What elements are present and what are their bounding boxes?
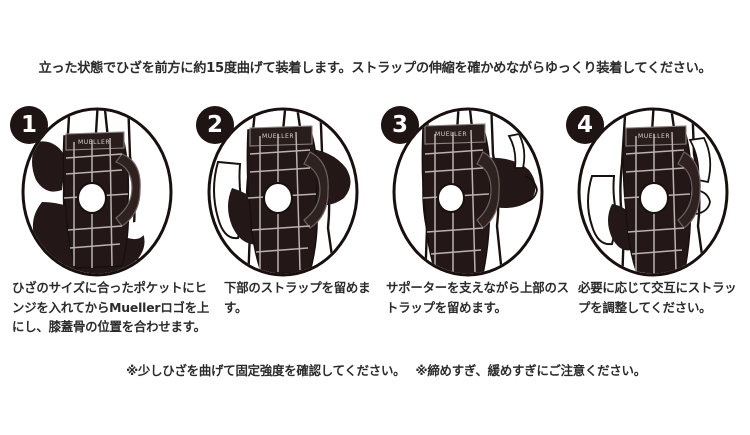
step-3-caption: サポーターを支えながら上部のストラップを留めます。 <box>386 280 569 315</box>
step-1-caption: ひざのサイズに合ったポケットにヒンジを入れてからMuellerロゴを上にし、膝蓋… <box>12 280 210 334</box>
step-number-badge: 4 <box>566 106 604 144</box>
knee-brace-positioning-illustration: MUELLER <box>18 106 176 278</box>
step-2-caption: 下部のストラップを留めます。 <box>224 280 371 315</box>
step-4: MUELLER 4 <box>560 104 746 282</box>
knee-brace-lower-strap-illustration: MUELLER <box>204 106 362 278</box>
knee-brace-upper-strap-illustration: MUELLER <box>389 106 547 278</box>
svg-text:MUELLER: MUELLER <box>262 133 294 140</box>
footer-note-1: ※少しひざを曲げて固定強度を確認してください。 <box>126 363 406 378</box>
footer-notes: ※少しひざを曲げて固定強度を確認してください。 ※締めすぎ、緩めすぎにご注意くだ… <box>0 361 750 379</box>
steps-row: MUELLER 1 <box>0 104 750 282</box>
footer-note-2: ※締めすぎ、緩めすぎにご注意ください。 <box>415 363 647 378</box>
step-number-badge: 1 <box>10 106 48 144</box>
knee-brace-adjust-straps-illustration: MUELLER <box>574 106 732 278</box>
step-4-caption: 必要に応じて交互にストラップを調整してください。 <box>578 280 737 315</box>
captions-row: ひざのサイズに合ったポケットにヒンジを入れてからMuellerロゴを上にし、膝蓋… <box>0 278 750 358</box>
header-instruction: 立った状態でひざを前方に約15度曲げて装着します。ストラップの伸縮を確かめながら… <box>38 61 712 76</box>
step-number-badge: 3 <box>381 106 419 144</box>
svg-text:MUELLER: MUELLER <box>638 133 670 140</box>
step-2: MUELLER 2 <box>190 104 376 282</box>
step-number-badge: 2 <box>196 106 234 144</box>
step-1: MUELLER 1 <box>4 104 190 282</box>
svg-text:MUELLER: MUELLER <box>435 131 467 138</box>
svg-text:MUELLER: MUELLER <box>78 139 110 146</box>
step-3: MUELLER 3 <box>375 104 561 282</box>
